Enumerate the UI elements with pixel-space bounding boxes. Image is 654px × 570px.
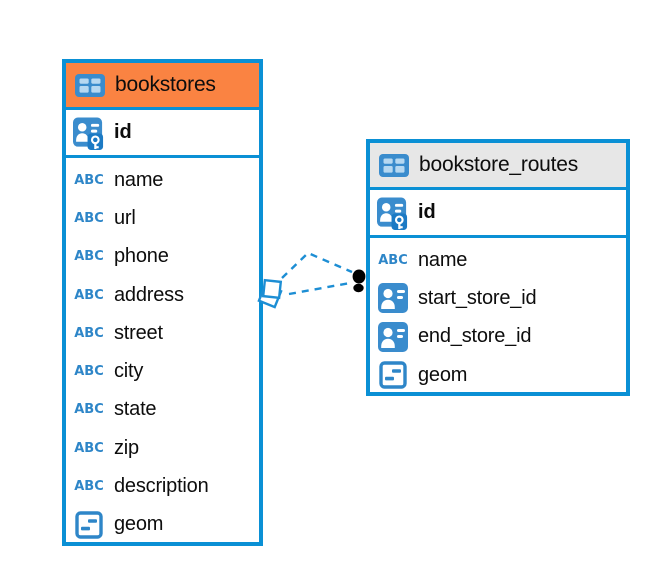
table-row[interactable]: ABC street <box>66 314 259 352</box>
column-name: description <box>114 475 209 498</box>
person-ref-icon <box>377 321 409 352</box>
column-name: id <box>114 121 132 143</box>
column-name: state <box>114 398 157 421</box>
table-row[interactable]: ABC state <box>66 391 259 429</box>
abc-text-icon: ABC <box>74 287 104 303</box>
column-name: name <box>418 248 468 271</box>
primary-key-row[interactable]: id <box>370 190 626 238</box>
abc-text-icon: ABC <box>74 325 104 342</box>
column-name: end_store_id <box>418 325 532 348</box>
table-row[interactable]: ABC zip <box>66 429 259 467</box>
geometry-icon <box>73 511 105 539</box>
table-row[interactable]: ABC phone <box>66 238 259 276</box>
column-rows: ABC name start_store_id end_store_id geom <box>370 238 626 394</box>
table-row[interactable]: ABC city <box>66 352 259 390</box>
column-name: name <box>114 168 164 191</box>
relationship-dot-marker[interactable] <box>352 269 366 293</box>
column-name: start_store_id <box>418 286 537 309</box>
column-name: geom <box>114 513 164 536</box>
relationship-line[interactable] <box>288 281 351 296</box>
abc-text-icon: ABC <box>378 252 408 269</box>
table-header[interactable]: bookstore_routes <box>370 143 626 190</box>
table-row[interactable]: ABC name <box>66 161 259 199</box>
primary-key-row[interactable]: id <box>66 110 259 158</box>
geometry-icon <box>377 361 409 389</box>
column-name: address <box>114 283 184 306</box>
table-row[interactable]: end_store_id <box>370 318 626 356</box>
table-row[interactable]: geom <box>66 506 259 544</box>
table-row[interactable]: start_store_id <box>370 279 626 317</box>
person-key-icon <box>377 191 409 234</box>
table-title: bookstores <box>115 73 216 96</box>
table-row[interactable]: ABC address <box>66 276 259 314</box>
column-name: city <box>114 360 144 383</box>
abc-text-icon: ABC <box>74 402 104 418</box>
column-name: url <box>114 206 136 229</box>
column-name: id <box>418 201 436 223</box>
abc-text-icon: ABC <box>74 172 104 189</box>
table-header[interactable]: bookstores <box>66 63 259 110</box>
table-row[interactable]: geom <box>370 356 626 394</box>
column-name: geom <box>418 363 468 386</box>
column-name: street <box>114 321 163 344</box>
abc-text-icon: ABC <box>74 248 104 265</box>
abc-text-icon: ABC <box>74 363 104 380</box>
table-row[interactable]: ABC url <box>66 199 259 237</box>
table-row[interactable]: ABC name <box>370 241 626 279</box>
column-name: zip <box>114 436 139 459</box>
relationship-line[interactable] <box>281 251 353 279</box>
abc-text-icon: ABC <box>74 478 104 495</box>
person-key-icon <box>73 111 105 154</box>
table-icon <box>74 73 106 97</box>
column-name: phone <box>114 245 169 268</box>
abc-text-icon: ABC <box>74 440 104 457</box>
table-icon <box>378 153 410 177</box>
table-row[interactable]: ABC description <box>66 467 259 505</box>
table-title: bookstore_routes <box>419 153 579 176</box>
abc-text-icon: ABC <box>74 210 104 227</box>
person-ref-icon <box>377 283 409 314</box>
table-bookstore-routes[interactable]: bookstore_routes id ABC name start_store_… <box>366 139 630 396</box>
